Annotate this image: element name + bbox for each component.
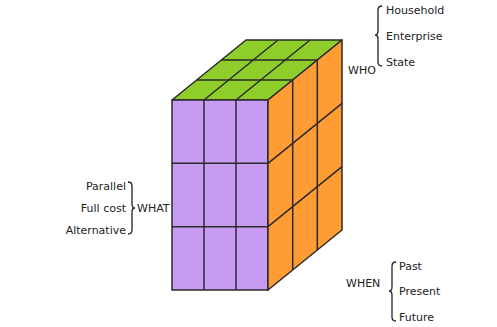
category-label: Present [399,285,440,298]
axis-title: WHEN [346,277,380,290]
who-bracket [375,6,382,66]
axis-title: WHAT [137,202,170,215]
what-bracket [128,182,135,234]
category-label: Past [399,260,422,273]
when-bracket [389,262,396,321]
category-label: Enterprise [386,30,443,43]
category-label: Future [399,311,434,324]
cube-front-face [172,100,268,290]
category-label: State [386,56,415,69]
category-label: Household [386,4,444,17]
category-label: Parallel [86,180,126,193]
cube-side-face [268,40,342,290]
category-label: Alternative [66,224,126,237]
category-label: Full cost [81,202,126,215]
axis-title: WHO [348,64,376,77]
